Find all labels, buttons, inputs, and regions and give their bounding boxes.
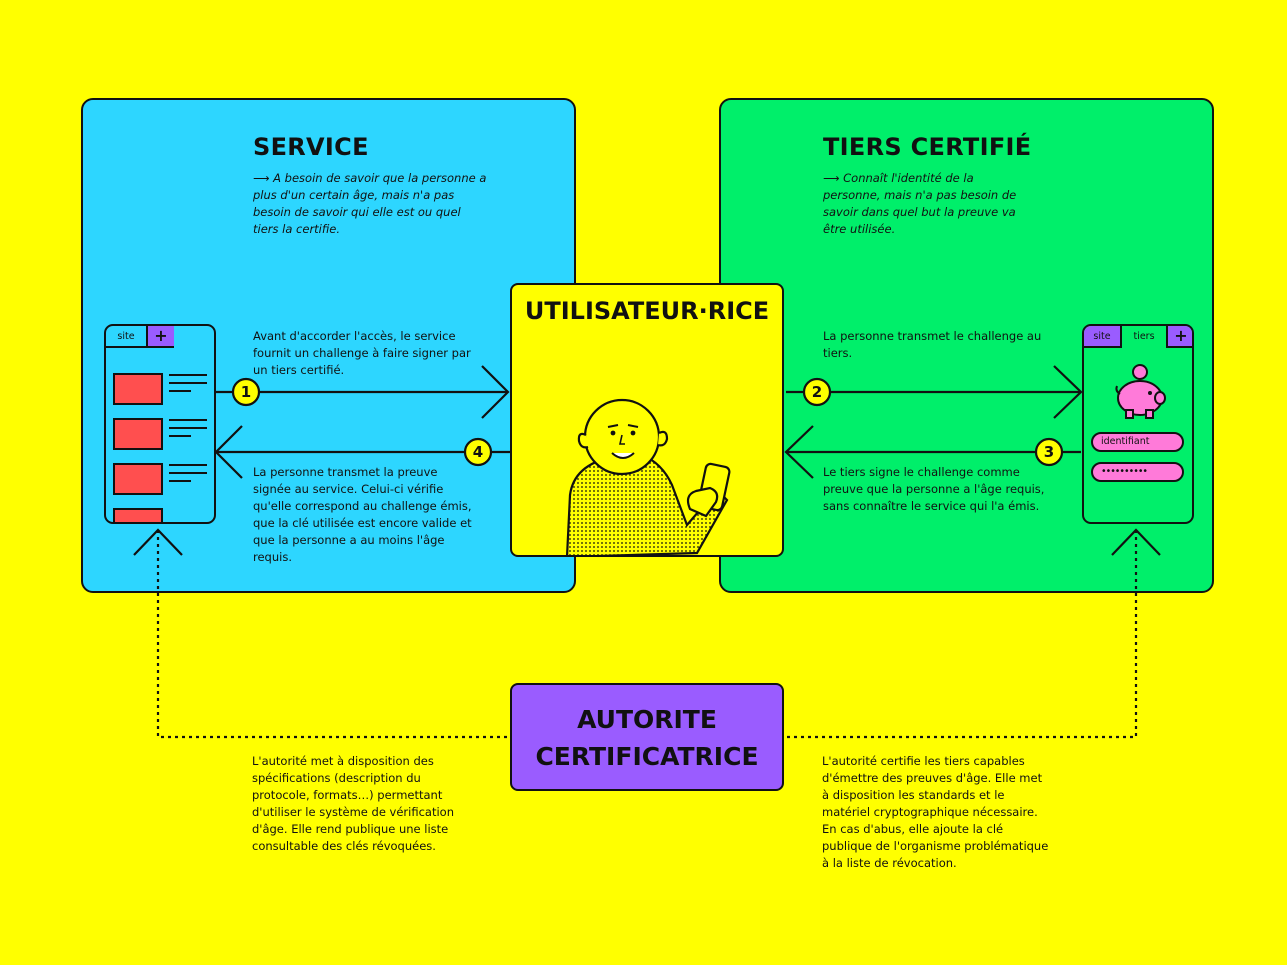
phone-tab-site: site <box>106 326 146 348</box>
user-title: UTILISATEUR·RICE <box>524 297 770 325</box>
service-title: SERVICE <box>253 133 369 161</box>
arrow-step2-head <box>1053 365 1083 419</box>
person-with-phone-illustration <box>565 398 731 555</box>
service-phone: site + <box>104 324 216 524</box>
step1-label: 1 <box>241 383 251 401</box>
arrow-step4-head <box>214 425 243 479</box>
step3-text: Le tiers signe le challenge comme preuve… <box>823 465 1045 513</box>
step3-label: 3 <box>1044 443 1054 461</box>
phone-tab-site: site <box>1084 326 1122 348</box>
phone-new-tab-button: + <box>1166 326 1192 348</box>
identifier-field: identifiant <box>1091 432 1184 452</box>
step3-badge <box>1034 437 1064 467</box>
phone-tab-tiers: tiers <box>1133 331 1155 342</box>
step4-text: La personne transmet la preuve signée au… <box>253 465 472 564</box>
step2-text: La personne transmet le challenge au tie… <box>823 329 1042 360</box>
password-field: •••••••••• <box>1091 462 1184 482</box>
authority-box: AUTORITE CERTIFICATRICE <box>510 683 784 791</box>
authority-title-line2: CERTIFICATRICE <box>535 742 759 771</box>
tiers-title: TIERS CERTIFIÉ <box>823 133 1032 161</box>
step2-badge <box>802 377 832 407</box>
step1-badge <box>231 377 261 407</box>
tiers-phone: site tiers + identifiant •••••••••• <box>1082 324 1194 524</box>
step1-text: Avant d'accorder l'accès, le service fou… <box>253 329 471 377</box>
service-panel: SERVICE ⟶ A besoin de savoir que la pers… <box>81 98 576 593</box>
step4-label: 4 <box>473 443 483 461</box>
arrow-step1-head <box>481 365 510 419</box>
authority-title: AUTORITE CERTIFICATRICE <box>512 701 782 775</box>
dotted-connector-tiers <box>784 530 1138 739</box>
piggy-bank-icon <box>1115 364 1166 419</box>
phone-new-tab-button: + <box>146 326 174 348</box>
step4-badge <box>463 437 493 467</box>
authority-left-text: L'autorité met à disposition des spécifi… <box>252 754 455 853</box>
authority-title-line1: AUTORITE <box>577 705 717 734</box>
authority-right-text: L'autorité certifie les tiers capables d… <box>822 754 1049 870</box>
tiers-description: ⟶ Connaît l'identité de la personne, mai… <box>823 171 1017 236</box>
step2-label: 2 <box>812 383 822 401</box>
list-item-image <box>113 418 163 450</box>
dotted-connector-service <box>156 530 510 739</box>
arrow-step3-head <box>784 425 814 479</box>
list-item-image <box>113 463 163 495</box>
user-box: UTILISATEUR·RICE <box>510 283 784 557</box>
list-item-image <box>113 373 163 405</box>
text-lines <box>169 374 207 482</box>
service-description: ⟶ A besoin de savoir que la personne a p… <box>253 171 487 236</box>
list-item-image <box>113 508 163 522</box>
tiers-panel: TIERS CERTIFIÉ ⟶ Connaît l'identité de l… <box>719 98 1214 593</box>
